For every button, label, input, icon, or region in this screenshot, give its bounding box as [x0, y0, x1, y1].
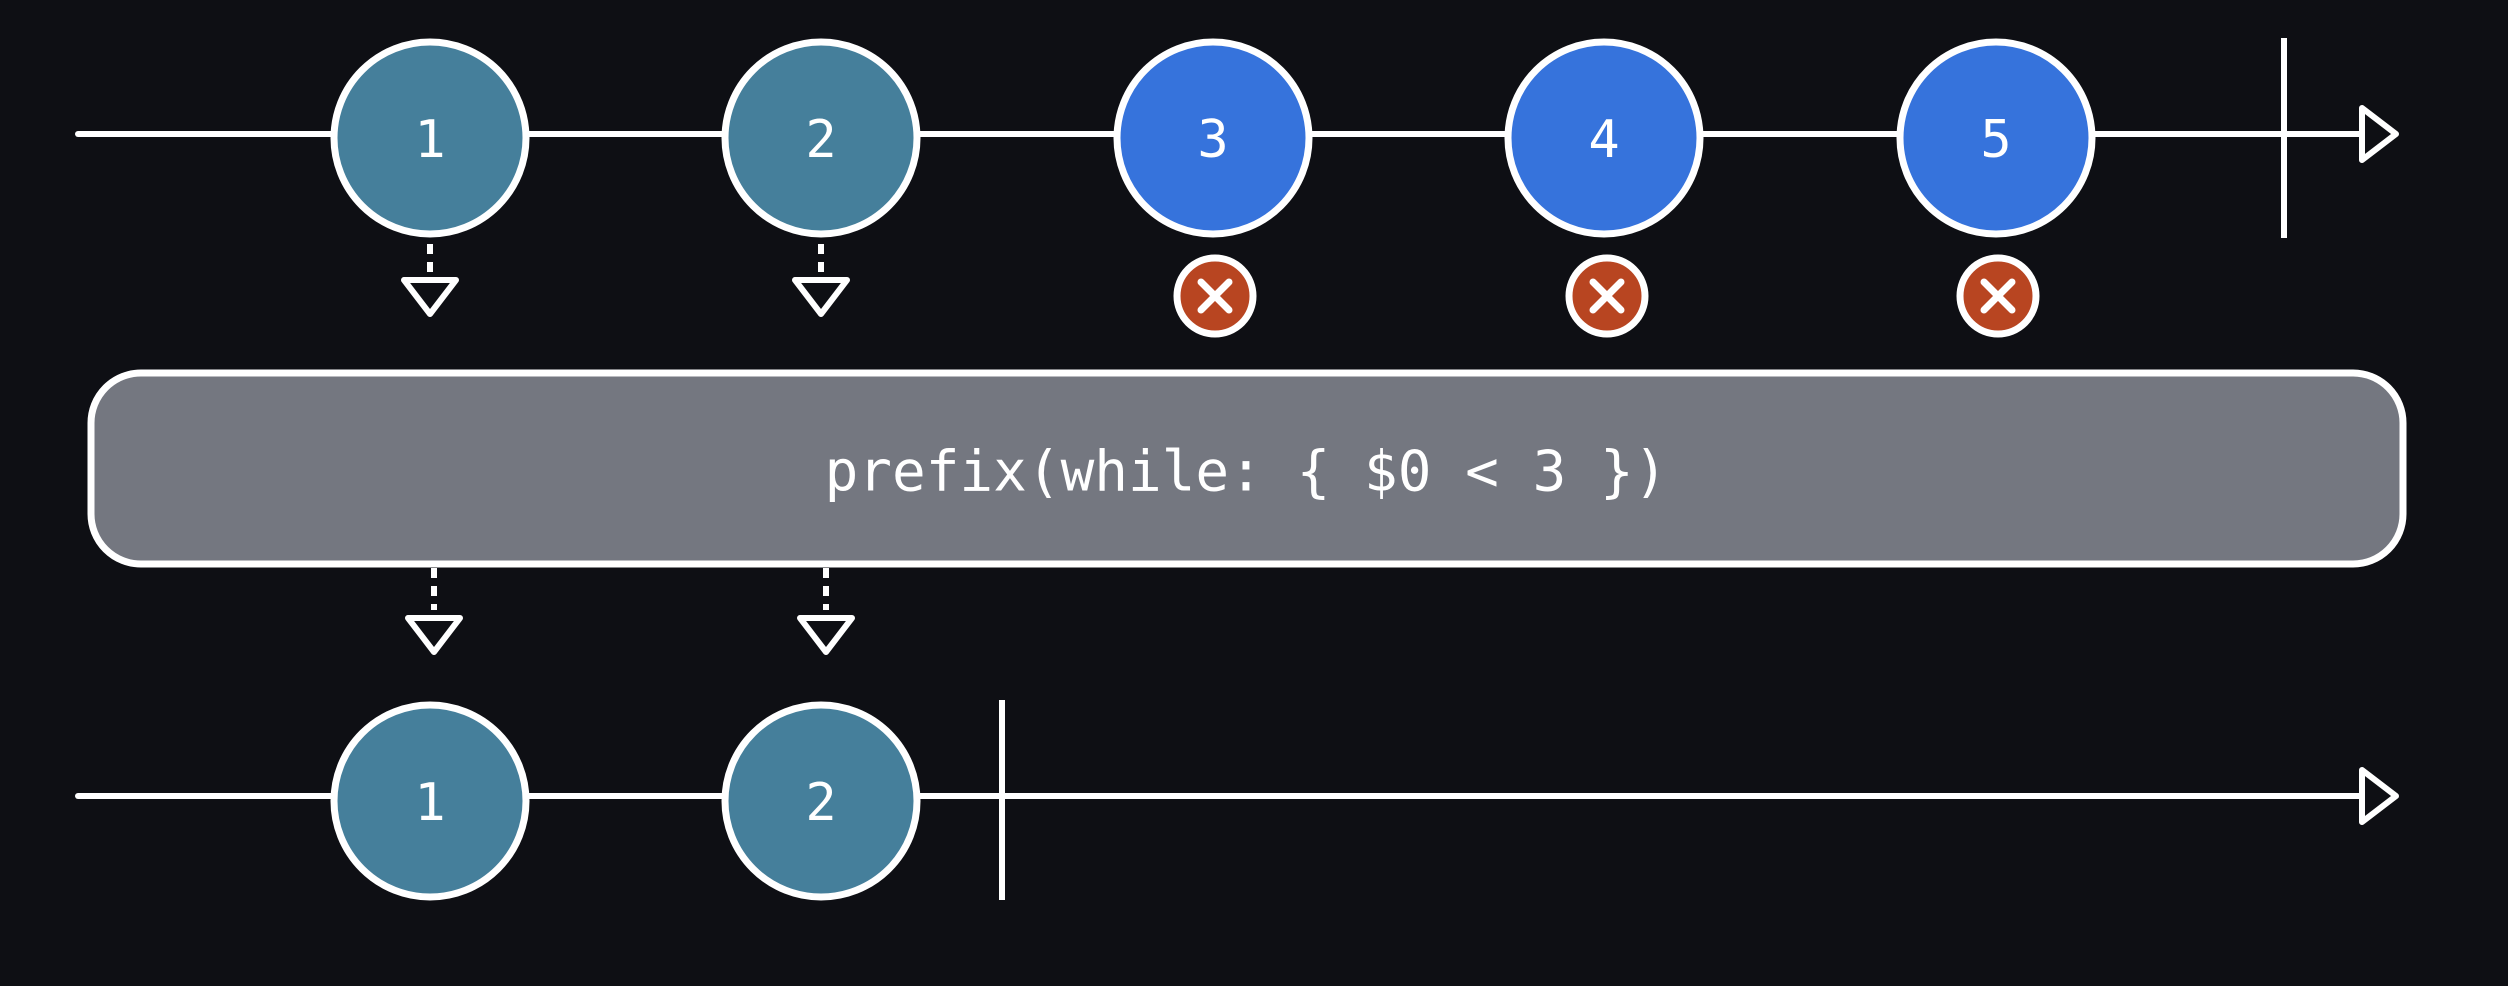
input-marble-circle	[721, 38, 921, 238]
output-marble-label: 1	[414, 773, 445, 833]
input-marble-circle	[1896, 38, 2096, 238]
input-marble-circle	[330, 38, 530, 238]
output-stream: 1 2	[75, 700, 2399, 901]
input-marble-label: 2	[805, 110, 836, 170]
output-marble: 1	[330, 701, 530, 901]
output-arrow-right-icon	[2359, 767, 2399, 825]
flow-arrow-down-icon	[401, 244, 459, 317]
cancel-x-icon	[1173, 254, 1257, 338]
input-marble: 1	[330, 38, 530, 238]
flow-arrow-down-icon	[792, 244, 850, 317]
output-marble-circle	[721, 701, 921, 901]
input-marble-circle	[1113, 38, 1313, 238]
operator-label: prefix(while: { $0 < 3 })	[825, 440, 1668, 505]
input-marble: 5	[1896, 38, 2096, 238]
cancel-x-icon	[1956, 254, 2040, 338]
input-marble-label: 3	[1197, 110, 1228, 170]
input-arrow-right-icon	[2359, 105, 2399, 163]
input-marble-circle	[1504, 38, 1704, 238]
input-marble-label: 5	[1980, 110, 2011, 170]
input-stream: 1 2 3 4 5	[75, 38, 2399, 238]
cancel-x-icon	[1565, 254, 1649, 338]
input-marble-label: 4	[1588, 110, 1619, 170]
operator-box: prefix(while: { $0 < 3 })	[87, 369, 2407, 568]
output-marble-circle	[330, 701, 530, 901]
input-marble: 2	[721, 38, 921, 238]
operator-box-rect	[87, 369, 2407, 568]
output-marble: 2	[721, 701, 921, 901]
flow-arrow-down-icon	[797, 568, 855, 655]
flow-arrow-down-icon	[405, 568, 463, 655]
input-marble-label: 1	[414, 110, 445, 170]
input-marble: 3	[1113, 38, 1313, 238]
output-marble-label: 2	[805, 773, 836, 833]
input-marble: 4	[1504, 38, 1704, 238]
